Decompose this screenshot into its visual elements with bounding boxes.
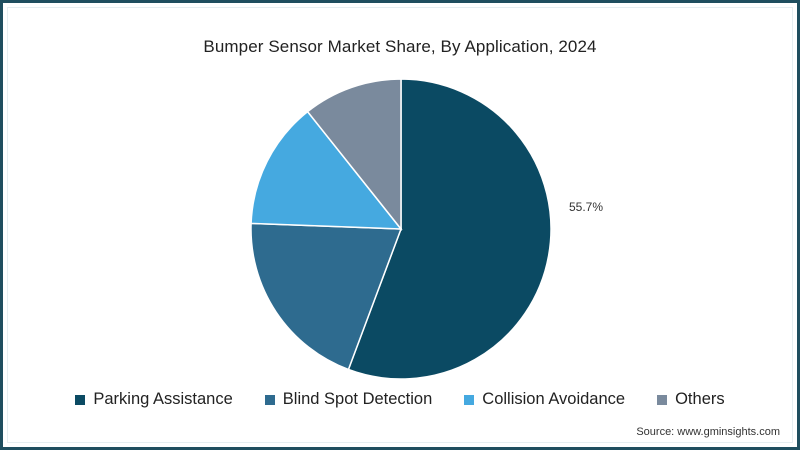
legend-swatch-icon bbox=[75, 394, 86, 405]
pie-slice-parking-assistance bbox=[347, 78, 552, 380]
pie-slice-others bbox=[306, 78, 402, 232]
inner-border bbox=[7, 7, 793, 443]
legend-label: Blind Spot Detection bbox=[282, 390, 433, 408]
legend-swatch-icon bbox=[657, 394, 668, 405]
legend-swatch-icon bbox=[464, 394, 475, 405]
source-note: Source: www.gminsights.com bbox=[636, 426, 780, 438]
chart-title: Bumper Sensor Market Share, By Applicati… bbox=[203, 37, 597, 56]
legend-label: Collision Avoidance bbox=[482, 390, 626, 408]
legend-item-blind-spot-detection: Blind Spot Detection bbox=[264, 390, 433, 409]
pie-slices bbox=[250, 78, 552, 380]
pie-slice-collision-avoidance bbox=[250, 110, 403, 230]
legend-item-others: Others bbox=[657, 390, 725, 409]
legend-item-parking-assistance: Parking Assistance bbox=[75, 390, 233, 409]
pie-slice-blind-spot-detection bbox=[250, 222, 403, 371]
legend-swatch-icon bbox=[264, 394, 275, 405]
legend-item-collision-avoidance: Collision Avoidance bbox=[464, 390, 625, 409]
legend-label: Others bbox=[675, 390, 725, 408]
parking-assistance-data-label: 55.7% bbox=[569, 200, 604, 214]
legend: Parking Assistance Blind Spot Detection … bbox=[0, 390, 800, 409]
legend-label: Parking Assistance bbox=[93, 390, 233, 408]
